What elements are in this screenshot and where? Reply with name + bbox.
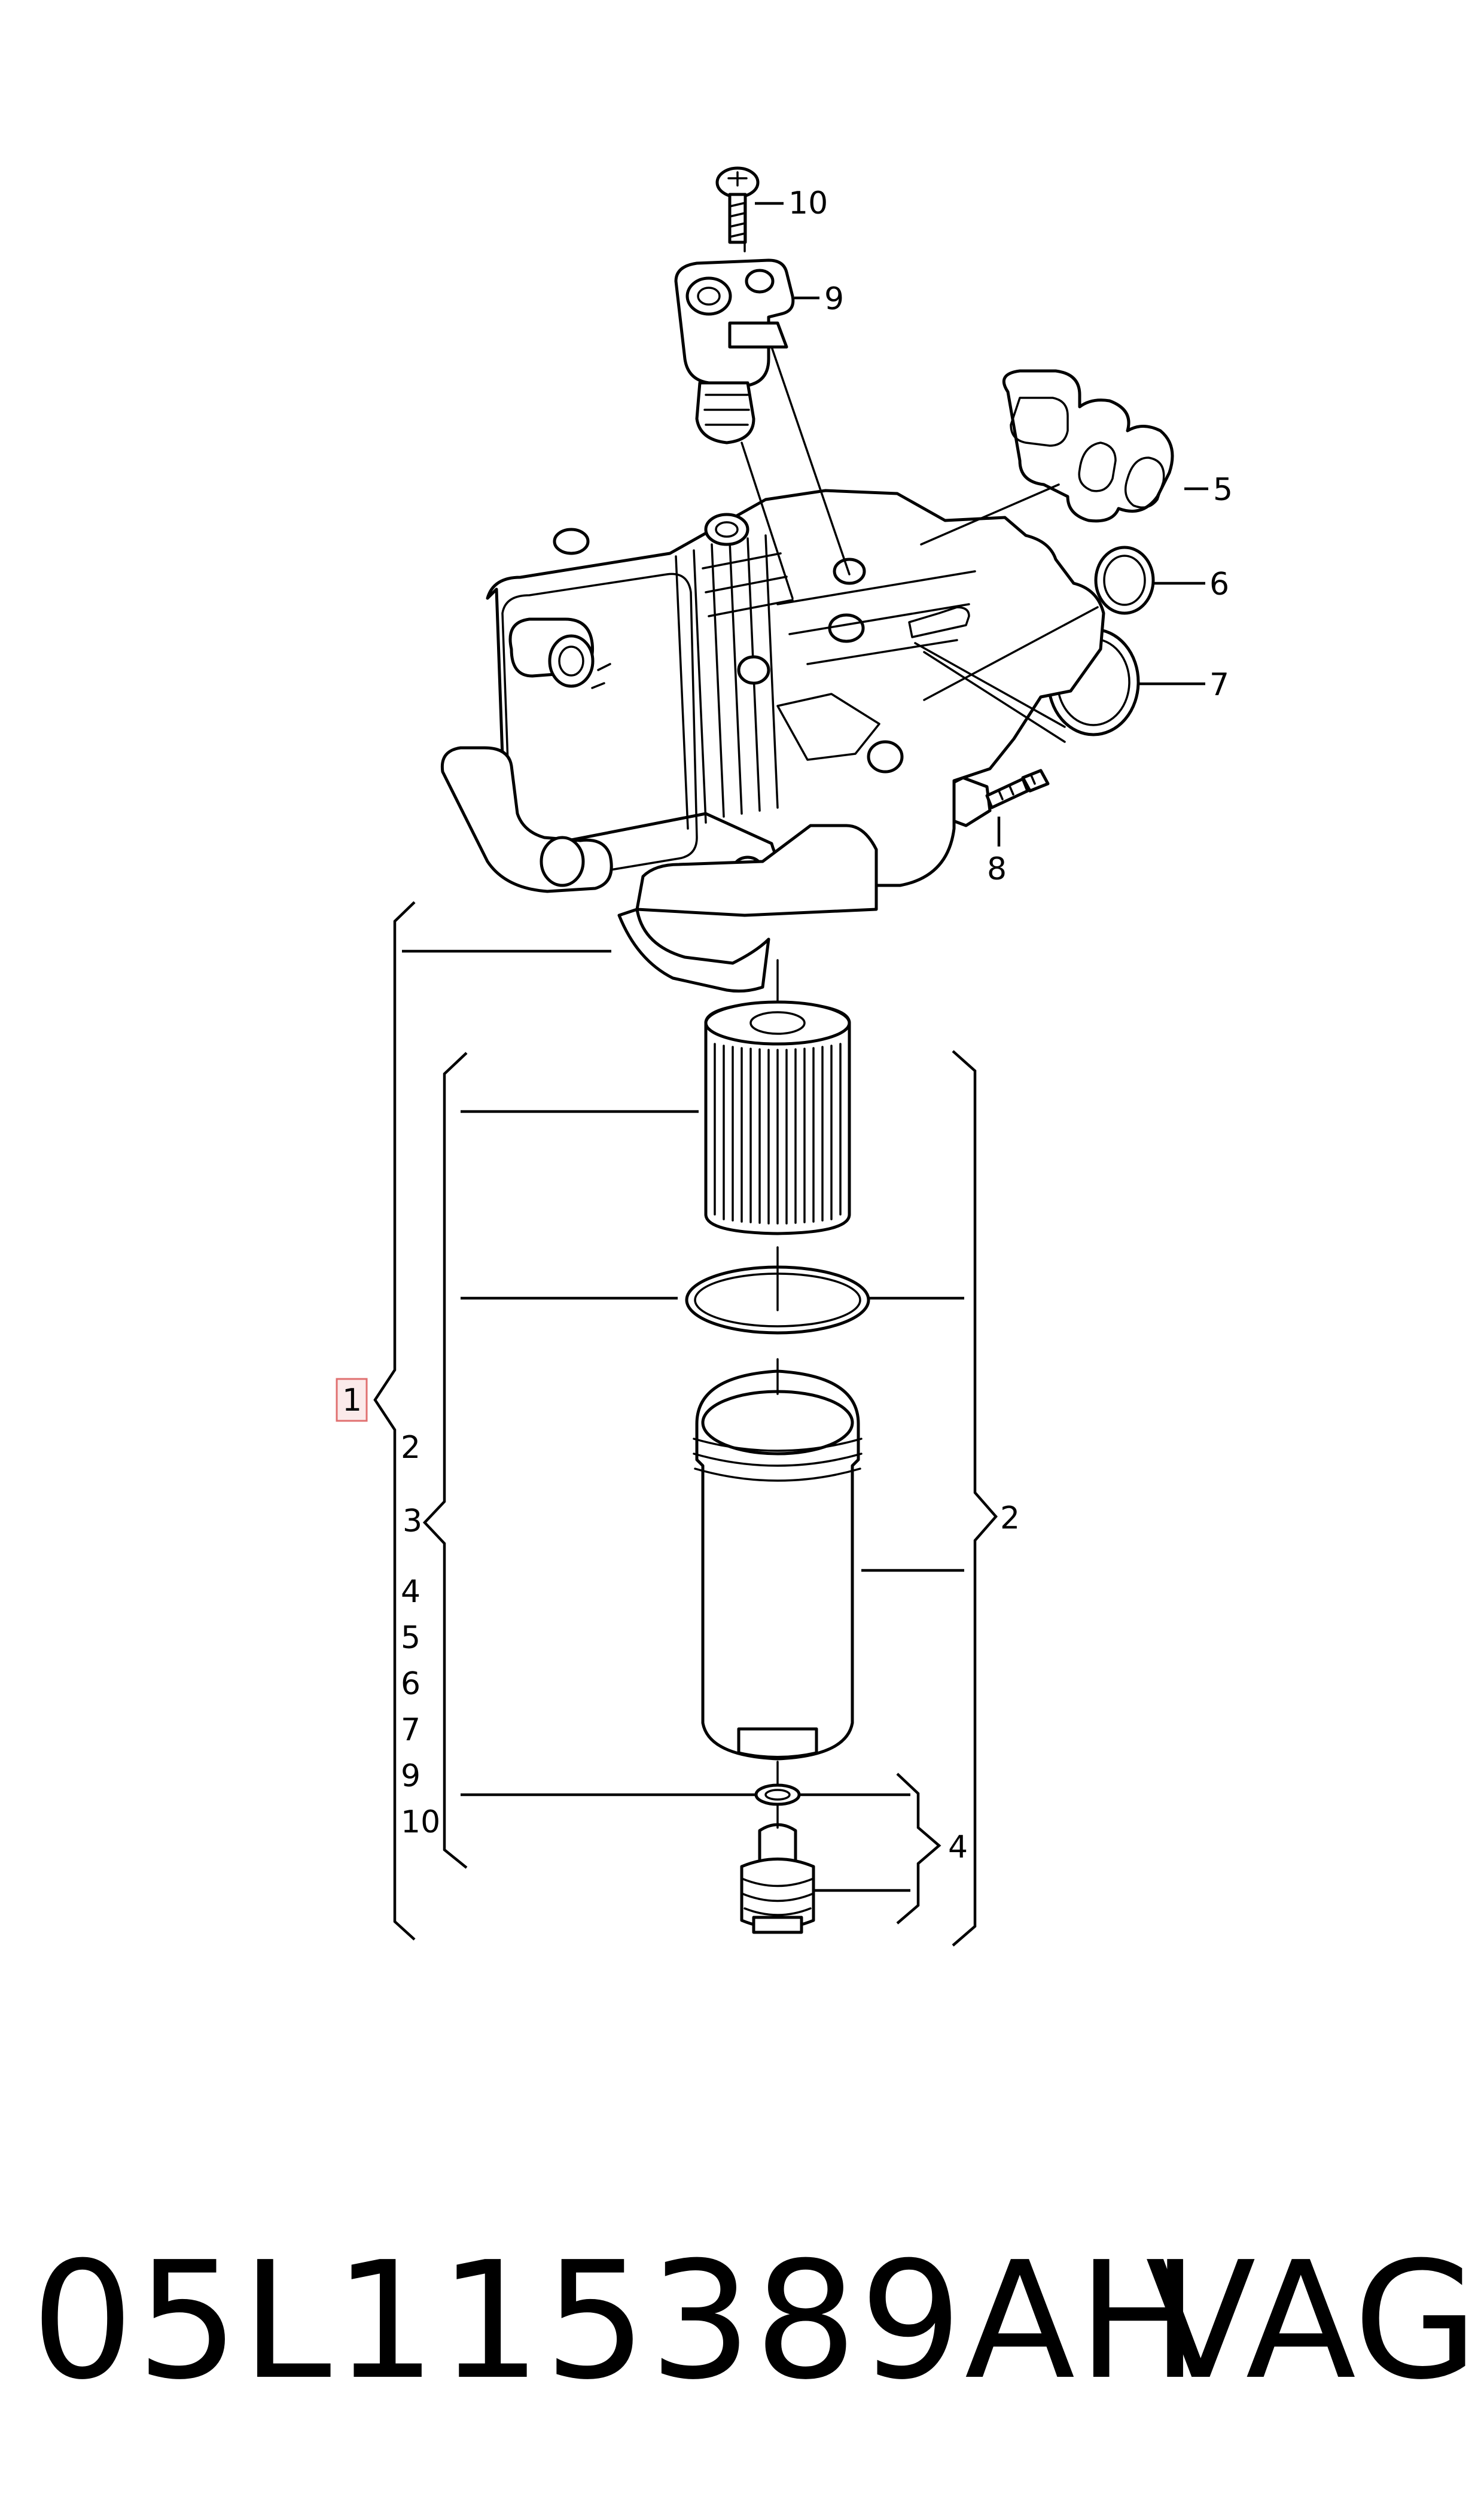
legend-item-2: 2 [401,1430,420,1466]
drain-seal-ring [754,1783,801,1806]
part-number: 05L115389AH [31,2227,1202,2415]
valve-part-9 [674,258,795,444]
callout-9: 9 [824,281,844,317]
filter-cover [693,1369,863,1761]
drain-plug [740,1823,815,1934]
screw-part-10 [715,166,760,244]
oil-filter-housing [440,489,1105,993]
legend: 1 2 3 4 5 6 7 9 10 [336,1378,440,1840]
legend-highlight-box [336,1378,368,1422]
legend-item-9: 9 [401,1758,420,1794]
gasket-part-5 [1002,369,1174,523]
callout-2-right: 2 [1000,1500,1020,1536]
legend-item-10: 10 [401,1804,440,1840]
brand-name: VAG [1145,2227,1479,2415]
legend-item-5: 5 [401,1620,420,1656]
callout-8: 8 [987,851,1007,887]
legend-item-4: 4 [401,1574,420,1610]
callout-4-right: 4 [948,1829,968,1865]
legend-item-6: 6 [401,1666,420,1702]
legend-item-3: 3 [403,1503,422,1539]
callout-6: 6 [1209,567,1229,602]
legend-item-7: 7 [401,1712,420,1748]
callout-7: 7 [1209,667,1229,703]
brace-3 [422,1052,468,1869]
legend-item-1: 1 [342,1383,362,1418]
callout-5: 5 [1213,472,1233,508]
callout-10: 10 [788,185,828,221]
filter-element [704,1000,851,1235]
brace-1 [373,901,416,1941]
brace-2-right [952,1050,998,1947]
brace-4-right [896,1773,941,1925]
o-ring-part-6 [1094,546,1155,615]
